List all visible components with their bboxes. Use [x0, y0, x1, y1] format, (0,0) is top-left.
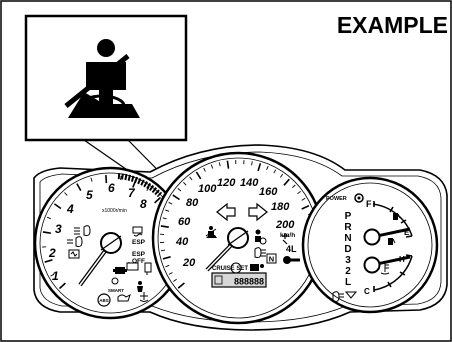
- fuel-temp-gauge: POWER P R N D 3 2 L F E: [303, 178, 437, 312]
- speed-label-140: 140: [240, 177, 259, 189]
- tach-label-8: 8: [140, 197, 147, 211]
- tach-label-2: 2: [48, 246, 56, 260]
- gear-n-indicator: N: [267, 254, 276, 264]
- esp-off-indicator-line2: OFF: [132, 258, 145, 265]
- gear-position-n: N: [344, 233, 351, 244]
- speed-label-40: 40: [175, 236, 189, 248]
- abs-label: ABS: [99, 298, 109, 303]
- speed-label-160: 160: [259, 186, 278, 198]
- abs-warning-icon: ABS: [98, 294, 110, 306]
- power-label: POWER: [326, 196, 347, 202]
- tach-unit: x1000r/min: [102, 208, 127, 214]
- esp-indicator: ESP: [132, 239, 146, 246]
- cruise-set-label: CRUISE SET: [212, 266, 248, 272]
- gear-position-r: R: [344, 222, 352, 233]
- tachometer-tick: [106, 175, 107, 183]
- tachometer-tick: [121, 176, 122, 180]
- gear-position-p: P: [345, 211, 352, 222]
- power-mode-icon: [355, 194, 363, 202]
- speed-label-60: 60: [178, 216, 191, 228]
- smart-label: SMART: [108, 288, 124, 293]
- odometer-value: 888888: [234, 277, 264, 287]
- speed-label-200: 200: [275, 219, 295, 231]
- fuel-full-label: F: [366, 199, 372, 209]
- tach-label-5: 5: [86, 188, 93, 202]
- tach-label-4: 4: [66, 202, 74, 216]
- example-label: EXAMPLE: [337, 12, 448, 38]
- esp-off-indicator-line1: ESP: [132, 251, 146, 258]
- speedometer: 20 40 60 80 100 120 140 160 180 200 km/h: [153, 153, 323, 323]
- gear-position-3: 3: [345, 255, 351, 266]
- speed-label-180: 180: [271, 201, 290, 213]
- gear-position-d: D: [344, 244, 351, 255]
- speed-label-20: 20: [182, 257, 196, 269]
- speedometer-tick: [227, 161, 228, 169]
- engine-check-icon: [113, 267, 127, 274]
- gear-n-label: N: [269, 255, 274, 264]
- speed-label-100: 100: [198, 183, 217, 195]
- gear-position-l: L: [345, 277, 351, 288]
- speed-label-120: 120: [217, 177, 236, 189]
- speed-label-80: 80: [186, 197, 199, 209]
- temp-cold-label: C: [364, 287, 370, 296]
- odometer-display: 888888: [212, 273, 266, 287]
- tach-label-1: 1: [52, 269, 59, 283]
- gear-position-2: 2: [345, 266, 351, 277]
- tach-label-6: 6: [108, 181, 115, 195]
- tach-label-3: 3: [55, 222, 62, 236]
- drive-mode-4l: 4L: [286, 244, 297, 254]
